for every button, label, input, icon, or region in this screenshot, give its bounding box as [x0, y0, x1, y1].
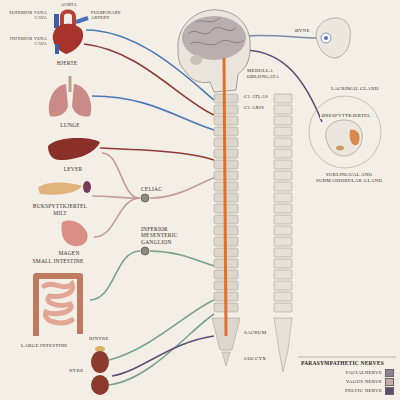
legend-swatch — [385, 378, 394, 386]
legend: FACIALNERVE VAGUS NERVE PELVIC NERVE — [298, 368, 394, 395]
part-label: C2 AXIS — [243, 105, 265, 111]
kidney-illustration — [91, 346, 109, 395]
legend-rule — [298, 357, 396, 358]
part-label: LARGE INTESTINE — [20, 343, 70, 349]
part-label: LACRIMAL GLAND — [330, 86, 379, 92]
node-label: LEVER — [44, 166, 102, 172]
part-label: NYRE — [68, 368, 84, 374]
stomach-illustration — [62, 220, 88, 246]
nerve-connector — [92, 196, 140, 198]
part-label: SUPERIOR VENA CAVA — [6, 10, 48, 20]
part-label: SACRUM — [243, 330, 267, 336]
organ-node: LEVER — [44, 134, 102, 172]
legend-text: VAGUS NERVE — [346, 379, 382, 384]
ganglion-symbol — [140, 193, 150, 203]
node-label: CELIAC — [140, 186, 162, 192]
liver-illustration — [48, 138, 100, 160]
organ-node: HJERTE — [46, 14, 88, 66]
legend-text: PELVIC NERVE — [345, 388, 382, 393]
organ-node: MAGEN — [44, 218, 94, 256]
heart-illustration — [53, 12, 88, 55]
legend-row: VAGUS NERVE — [298, 377, 394, 386]
spinal-cord — [224, 58, 226, 336]
nerve-lines — [84, 30, 322, 385]
vertebral-column-side — [274, 94, 292, 372]
node-label: SMALL INTESTINE — [26, 258, 90, 264]
intestine-illustration — [36, 276, 80, 336]
part-label: BINYRE — [88, 336, 110, 342]
nerve-connector — [94, 198, 140, 237]
part-label: MEDULLA OBLONGATA — [246, 68, 282, 80]
organ-node: SMALL INTESTINE — [26, 258, 90, 342]
node-label: BUKSPYTTKJERTEL MILT — [28, 203, 92, 216]
pancreas-illustration — [38, 181, 91, 195]
nerve-connector — [102, 153, 140, 198]
legend-swatch — [385, 387, 394, 395]
ganglion-node: CELIAC — [140, 186, 162, 203]
part-label: ØRESPYTTKJERTEL — [320, 113, 372, 119]
organ-node: LUNGE — [44, 76, 96, 128]
part-label: AORTA — [60, 2, 78, 7]
ganglion-dot — [141, 194, 149, 202]
part-label: ØYNE — [294, 28, 311, 34]
part-label: PULMONARY ARTERY — [90, 10, 128, 20]
legend-text: FACIALNERVE — [346, 370, 382, 375]
skull-illustration — [178, 10, 250, 92]
node-label: HJERTE — [46, 60, 88, 66]
legend-title: PARASYMPATHETIC NERVES — [300, 360, 385, 366]
ganglion-symbol — [140, 246, 150, 256]
nerve-connector — [90, 251, 140, 300]
node-label: INFERIOR MESENTERIC GANGLION — [140, 226, 181, 245]
part-label: C1 ATLAS — [243, 94, 269, 100]
legend-row: FACIALNERVE — [298, 368, 394, 377]
legend-row: PELVIC NERVE — [298, 386, 394, 395]
eye-skull-illustration — [316, 18, 350, 58]
part-label: INFERIOR VENA CAVA — [6, 36, 48, 46]
part-label: COCCYX — [243, 356, 267, 362]
organ-node: BUKSPYTTKJERTEL MILT — [28, 176, 92, 216]
ganglion-node: INFERIOR MESENTERIC GANGLION — [140, 226, 181, 256]
part-label: SUBLINGUAL AND SUBMANDIBULAR GLAND — [312, 172, 386, 184]
node-label: MAGEN — [44, 250, 94, 256]
lungs-illustration — [49, 76, 91, 117]
parotid-illustration — [309, 96, 381, 168]
legend-swatch — [385, 369, 394, 377]
node-label: LUNGE — [44, 122, 96, 128]
ganglion-dot — [141, 247, 149, 255]
